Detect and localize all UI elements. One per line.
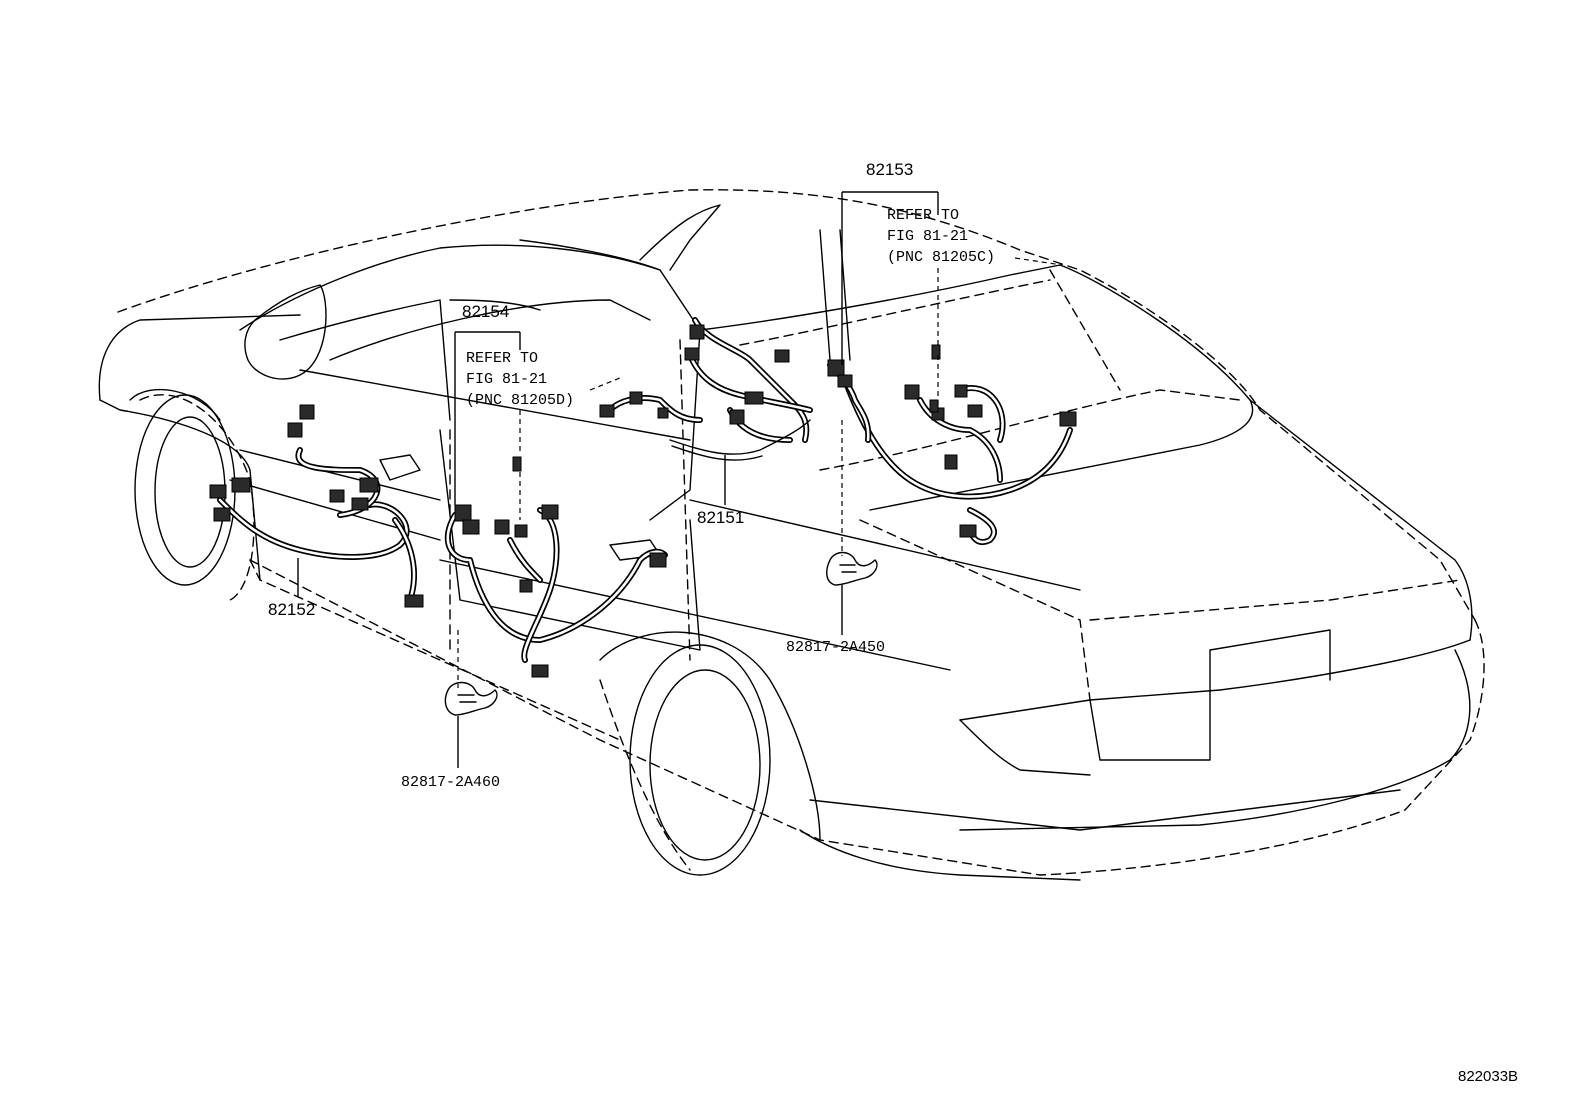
part-label-clip-rear: 82817-2A450	[786, 639, 886, 656]
part-label-82154: 82154	[462, 302, 510, 321]
harness-82151	[599, 317, 813, 461]
refer-note-rear-line2: FIG 81-21	[887, 228, 969, 245]
figure-id: 822033B	[1458, 1068, 1519, 1085]
refer-note-front-line3: (PNC 81205D)	[466, 392, 575, 409]
rear-wheel	[599, 631, 821, 876]
front-wheel	[129, 388, 255, 601]
clip-rear	[826, 551, 878, 586]
harness-82154	[444, 456, 668, 678]
refer-note-front-line2: FIG 81-21	[466, 371, 548, 388]
part-label-82151: 82151	[697, 508, 745, 527]
refer-note-rear-line3: (PNC 81205C)	[887, 249, 996, 266]
refer-note-rear-line1: REFER TO	[887, 207, 960, 224]
part-label-82152: 82152	[268, 600, 316, 619]
part-label-82153: 82153	[866, 160, 914, 179]
clip-front	[444, 681, 498, 716]
leader-lines	[297, 191, 1063, 768]
harness-82153	[827, 344, 1077, 546]
refer-note-front-line1: REFER TO	[466, 350, 539, 367]
car-body-outline	[98, 189, 1485, 881]
harness-82152	[209, 404, 424, 608]
part-label-clip-front: 82817-2A460	[401, 774, 501, 791]
